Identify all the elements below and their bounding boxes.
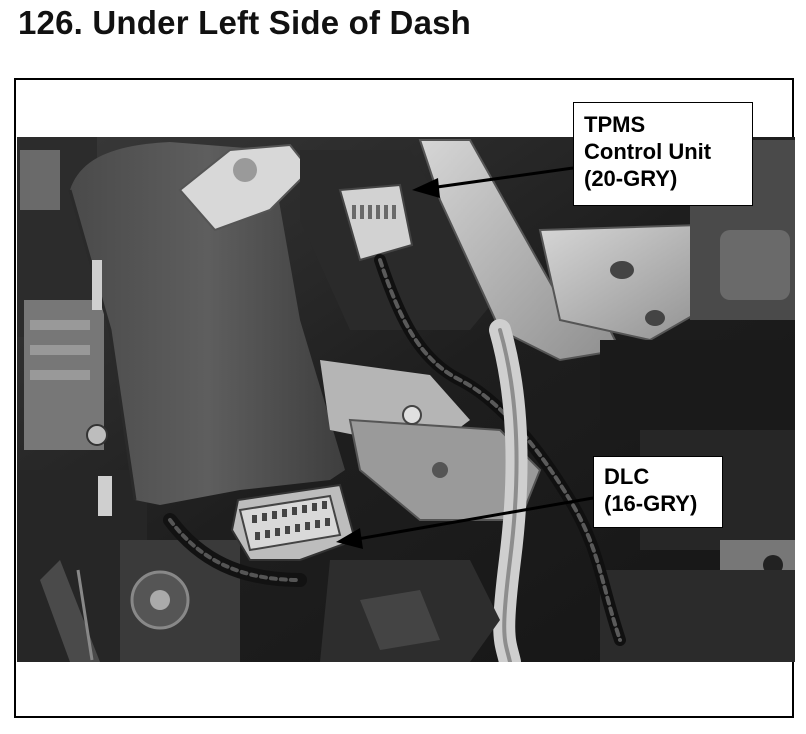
dlc-arrowhead bbox=[336, 528, 363, 549]
wiring-harness bbox=[163, 254, 626, 662]
tpms-callout-line3: (20-GRY) bbox=[584, 166, 678, 191]
tpms-callout-line1: TPMS bbox=[584, 112, 646, 137]
tpms-control-unit bbox=[300, 150, 495, 330]
dlc-callout: DLC (16-GRY) bbox=[593, 456, 723, 528]
dlc-connector bbox=[230, 483, 357, 561]
dlc-callout-line1: DLC bbox=[604, 464, 650, 489]
dlc-callout-line2: (16-GRY) bbox=[604, 491, 698, 516]
tpms-callout-line2: Control Unit bbox=[584, 139, 712, 164]
tpms-arrowhead bbox=[412, 178, 440, 198]
callout-arrows bbox=[336, 166, 594, 549]
tpms-callout: TPMS Control Unit (20-GRY) bbox=[573, 102, 753, 206]
dash-cover-panel bbox=[70, 142, 345, 505]
tpms-arrow bbox=[429, 166, 574, 190]
page-title: 126. Under Left Side of Dash bbox=[18, 4, 472, 41]
dlc-arrow bbox=[351, 496, 594, 542]
